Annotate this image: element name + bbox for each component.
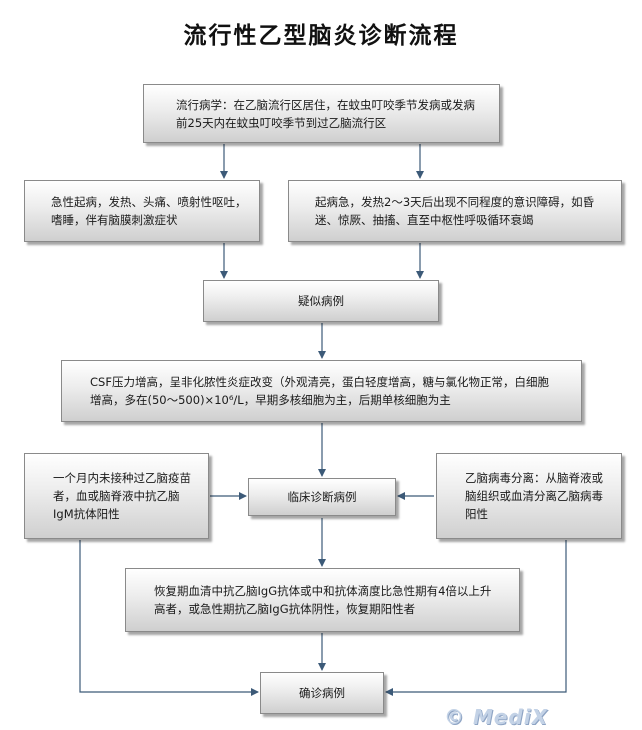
suspected-case-text: 疑似病例 (298, 294, 344, 308)
acute-onset-box: 急性起病，发热、头痛、喷射性呕吐，嗜睡，伴有脑膜刺激症状 (24, 180, 260, 242)
csf-text: CSF压力增高，呈非化脓性炎症改变（外观清亮，蛋白轻度增高，糖与氯化物正常，白细… (90, 375, 549, 407)
igg-text: 恢复期血清中抗乙脑IgG抗体或中和抗体滴度比急性期有4倍以上升高者，或急性期抗乙… (154, 584, 492, 616)
acute-onset-text: 急性起病，发热、头痛、喷射性呕吐，嗜睡，伴有脑膜刺激症状 (51, 195, 247, 227)
csf-box: CSF压力增高，呈非化脓性炎症改变（外观清亮，蛋白轻度增高，糖与氯化物正常，白细… (61, 360, 582, 422)
virus-isolation-text: 乙脑病毒分离：从脑脊液或脑组织或血清分离乙脑病毒阳性 (465, 471, 603, 521)
epidemiology-text: 流行病学：在乙脑流行区居住，在蚊虫叮咬季节发病或发病前25天内在蚊虫叮咬季节到过… (176, 97, 475, 130)
igm-box: 一个月内未接种过乙脑疫苗者，血或脑脊液中抗乙脑IgM抗体阳性 (24, 453, 209, 539)
suspected-case-box: 疑似病例 (203, 280, 439, 322)
sudden-onset-text: 起病急，发热2～3天后出现不同程度的意识障碍，如昏迷、惊厥、抽搐、直至中枢性呼吸… (315, 195, 595, 227)
confirmed-case-box: 确诊病例 (260, 672, 384, 714)
clinical-case-box: 临床诊断病例 (248, 478, 396, 516)
confirmed-case-text: 确诊病例 (299, 686, 345, 700)
watermark-logo: © MediX (444, 705, 549, 729)
sudden-onset-box: 起病急，发热2～3天后出现不同程度的意识障碍，如昏迷、惊厥、抽搐、直至中枢性呼吸… (288, 180, 622, 242)
clinical-case-text: 临床诊断病例 (287, 490, 357, 504)
igg-box: 恢复期血清中抗乙脑IgG抗体或中和抗体滴度比急性期有4倍以上升高者，或急性期抗乙… (125, 568, 520, 632)
arrow-igm-to-confirmed (79, 540, 259, 696)
page-title: 流行性乙型脑炎诊断流程 (183, 22, 459, 49)
arrow-isolation-to-confirmed (385, 540, 567, 696)
epidemiology-box: 流行病学：在乙脑流行区居住，在蚊虫叮咬季节发病或发病前25天内在蚊虫叮咬季节到过… (143, 84, 500, 143)
virus-isolation-box: 乙脑病毒分离：从脑脊液或脑组织或血清分离乙脑病毒阳性 (436, 453, 622, 539)
igm-text: 一个月内未接种过乙脑疫苗者，血或脑脊液中抗乙脑IgM抗体阳性 (53, 471, 191, 521)
